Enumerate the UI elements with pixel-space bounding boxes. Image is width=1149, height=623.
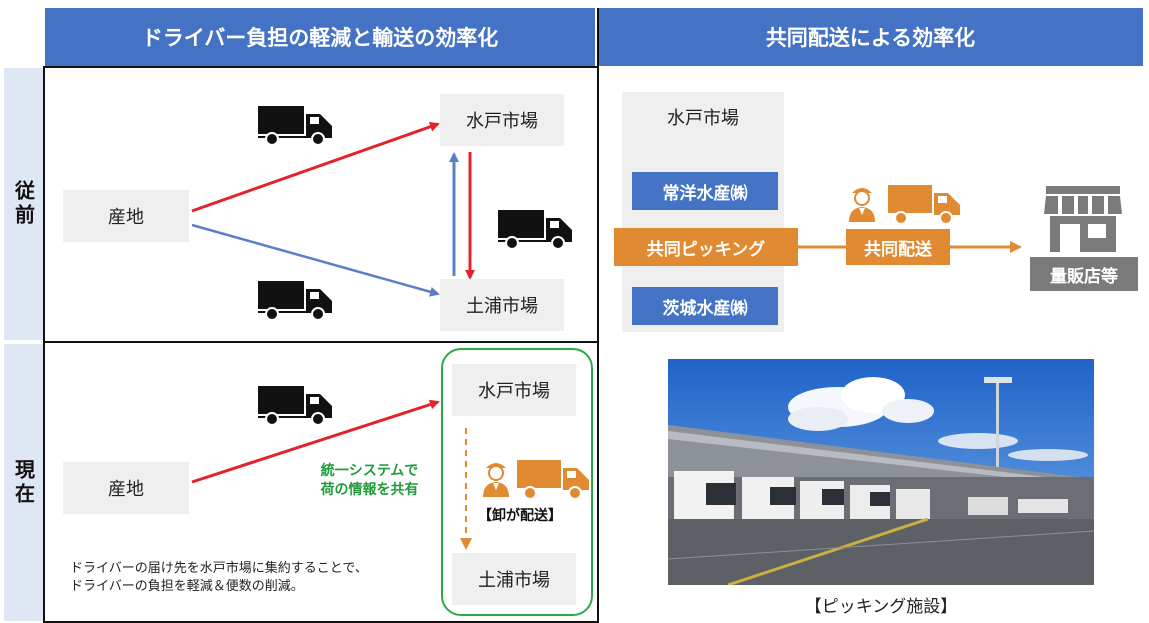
store-icon bbox=[1044, 186, 1122, 252]
truck-icon bbox=[888, 185, 960, 225]
box-tsuchiura-now: 土浦市場 bbox=[452, 553, 576, 605]
header-right: 共同配送による効率化 bbox=[598, 8, 1143, 66]
arrow-origin-to-tsuchiura bbox=[191, 223, 440, 297]
row-label-now: 現在 bbox=[4, 344, 43, 621]
box-mito-before: 水戸市場 bbox=[440, 94, 564, 146]
header-left: ドライバー負担の軽減と輸送の効率化 bbox=[45, 8, 595, 66]
arrow-origin-to-mito bbox=[191, 121, 440, 213]
row-label-before-text: 従前 bbox=[11, 180, 36, 228]
picking-facility-photo bbox=[668, 359, 1094, 585]
truck-icon bbox=[517, 460, 589, 500]
box-origin-now: 産地 bbox=[63, 462, 189, 514]
truck-icon bbox=[258, 386, 332, 426]
truck-icon bbox=[258, 281, 332, 321]
row-label-now-text: 現在 bbox=[11, 458, 36, 507]
column-divider bbox=[597, 8, 599, 621]
joyo-box: 常洋水産㈱ bbox=[632, 172, 778, 210]
share-info-text: 統一システムで 荷の情報を共有 bbox=[320, 463, 419, 498]
ibaraki-box: 茨城水産㈱ bbox=[632, 287, 778, 325]
row-label-before: 従前 bbox=[4, 68, 43, 340]
photo-caption: 【ピッキング施設】 bbox=[804, 597, 958, 617]
mass-retail-label: 量販店等 bbox=[1030, 257, 1138, 291]
box-mito-now: 水戸市場 bbox=[452, 364, 576, 416]
joint-mito-label: 水戸市場 bbox=[667, 108, 739, 129]
picking-box: 共同ピッキング bbox=[614, 228, 798, 266]
box-origin-before: 産地 bbox=[63, 190, 189, 242]
joint-delivery-box: 共同配送 bbox=[846, 229, 950, 265]
arrow-origin-to-mito-now bbox=[191, 399, 440, 484]
truck-icon bbox=[498, 210, 572, 250]
green-group-outline bbox=[441, 348, 593, 616]
truck-icon bbox=[258, 106, 332, 146]
wholesaler-delivery-label: 【卸が配送】 bbox=[478, 508, 562, 524]
now-note: ドライバーの届け先を水戸市場に集約することで、 ドライバーの負担を軽減＆便数の削… bbox=[70, 561, 368, 594]
driver-icon bbox=[483, 463, 509, 497]
driver-icon bbox=[849, 188, 875, 222]
box-tsuchiura-before: 土浦市場 bbox=[440, 279, 564, 331]
